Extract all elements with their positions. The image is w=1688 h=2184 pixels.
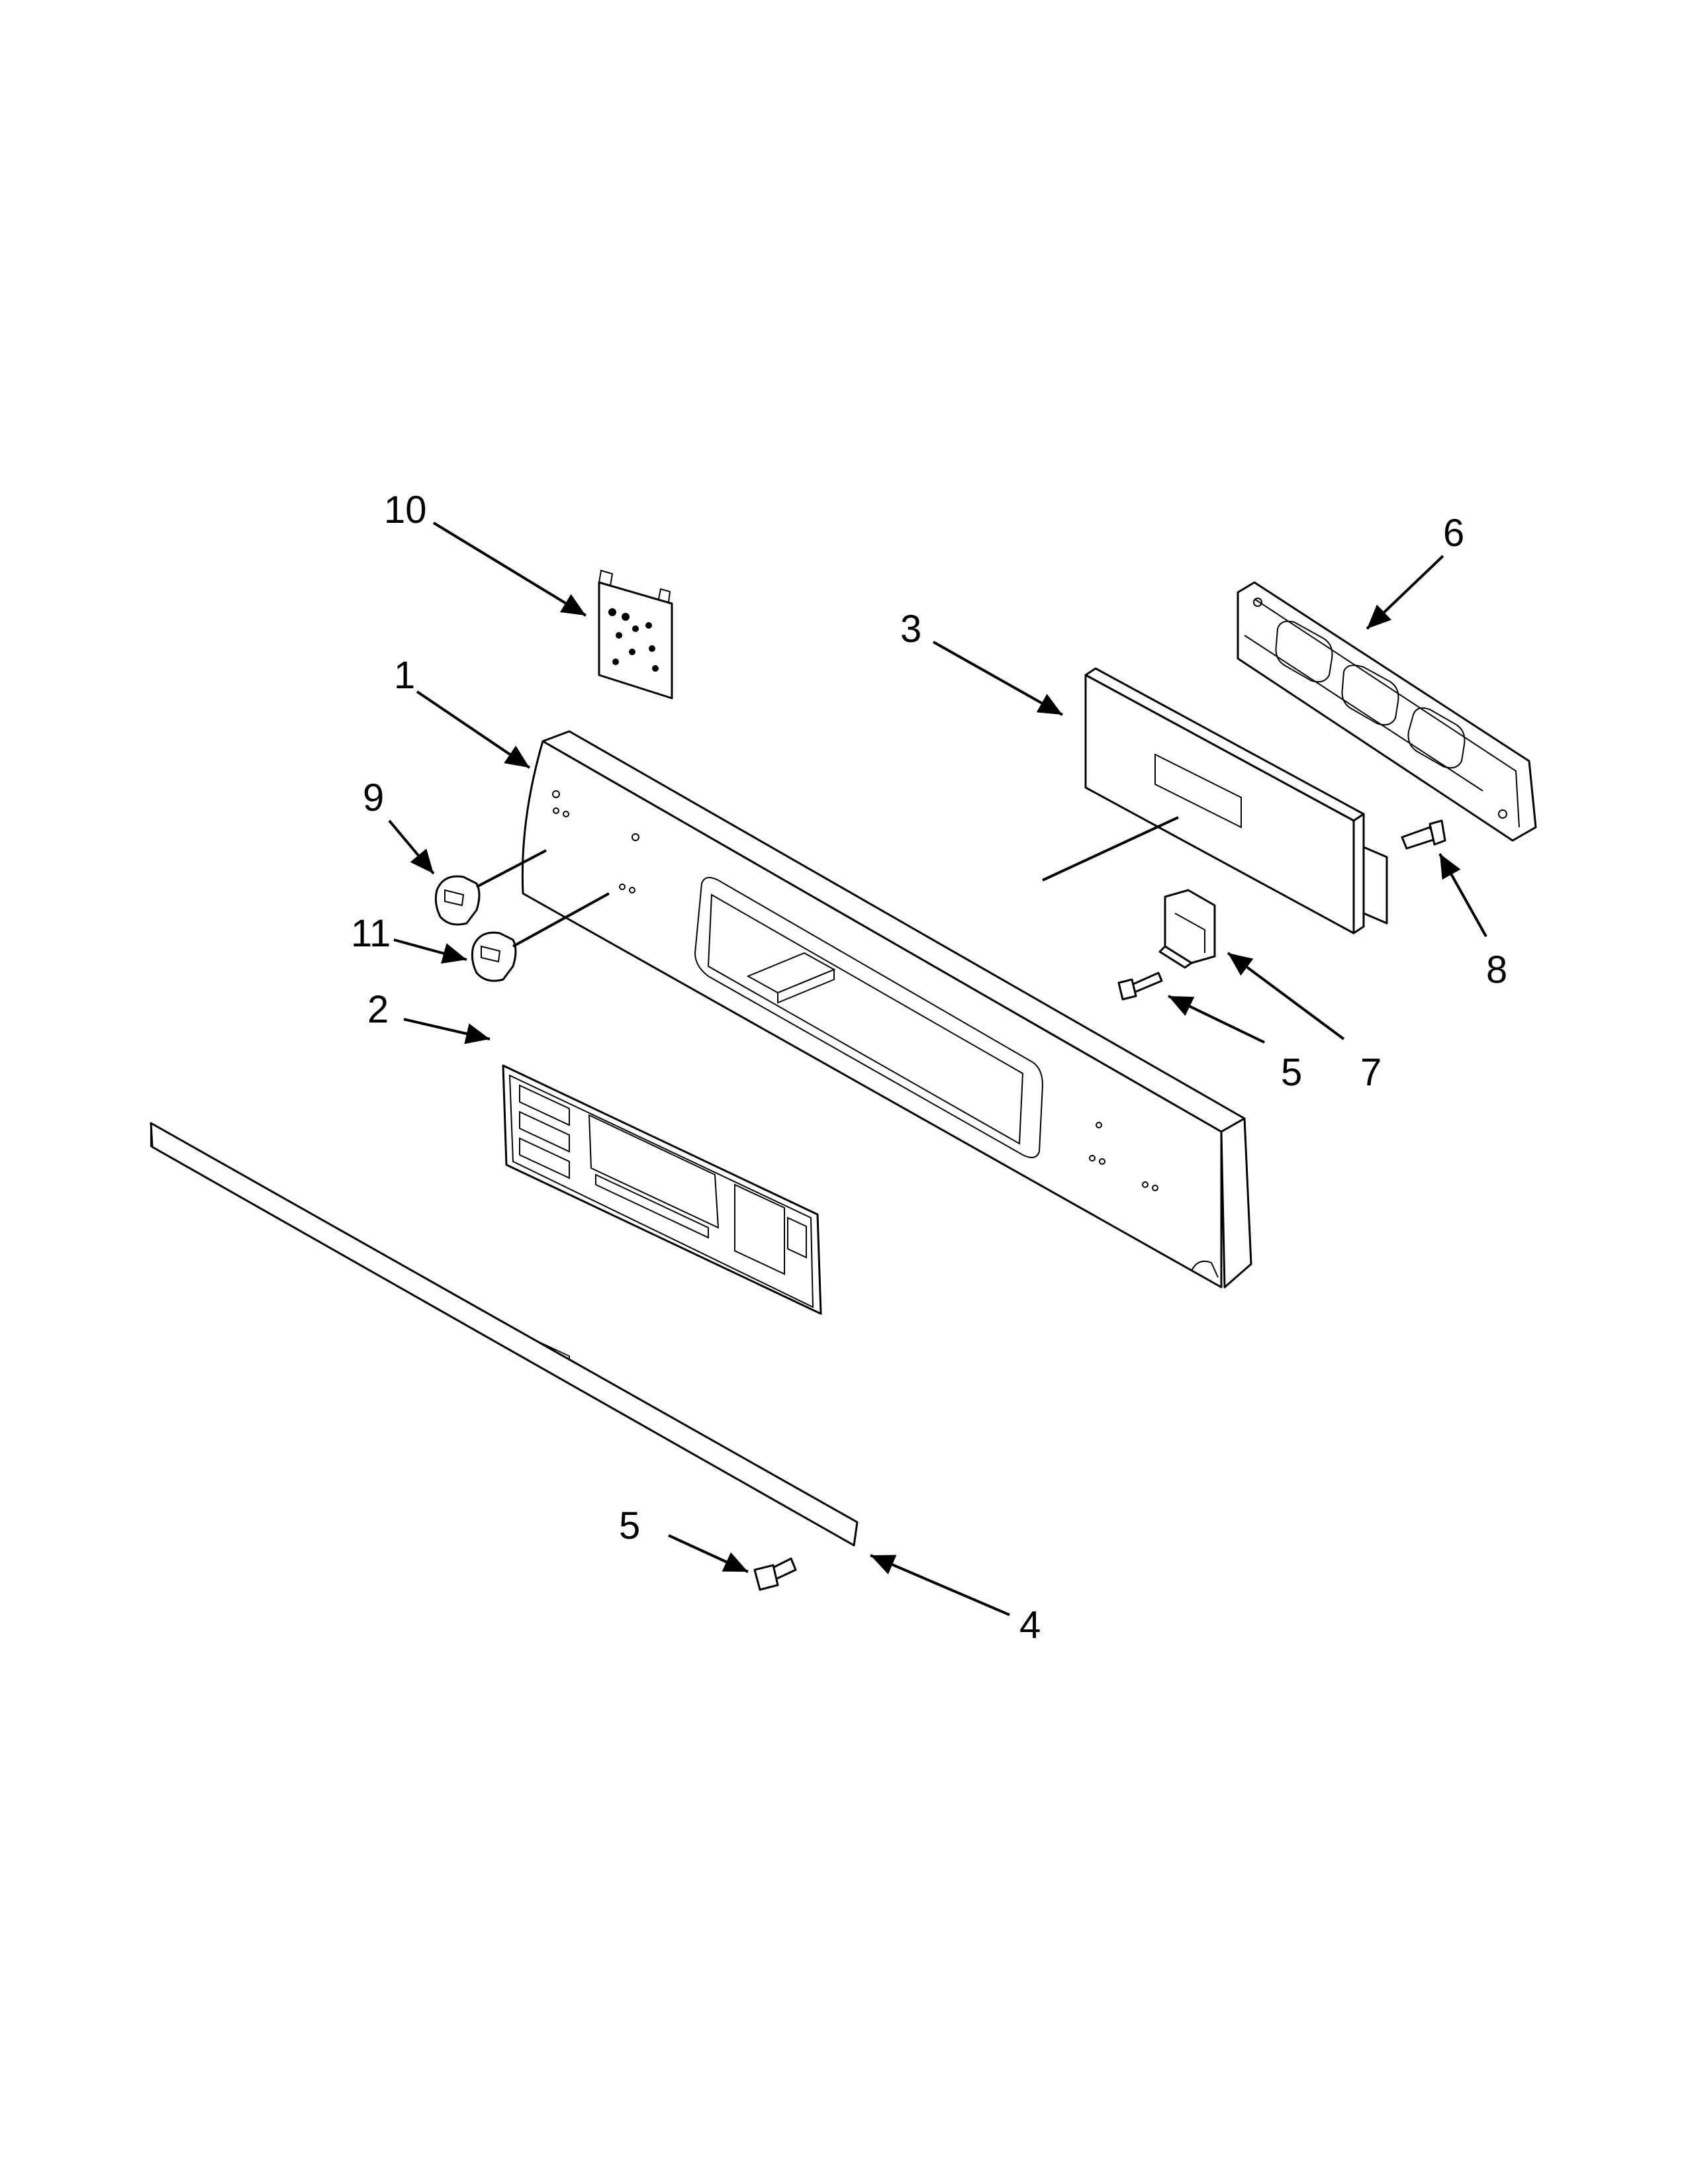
part-2-keypad-overlay xyxy=(502,1064,822,1371)
leader-lines xyxy=(388,522,1487,1616)
callout-11: 11 xyxy=(351,912,391,955)
part-3-control-box xyxy=(1084,667,1388,934)
callout-7: 7 xyxy=(1360,1051,1382,1094)
part-4-trim-strip xyxy=(150,1122,859,1547)
part-6-mounting-bracket xyxy=(1237,581,1537,842)
callout-3: 3 xyxy=(900,608,921,651)
part-5-screw-upper xyxy=(1117,972,1163,1001)
part-9-knob xyxy=(434,875,481,926)
part-11-knob xyxy=(471,931,517,982)
callout-5-lower: 5 xyxy=(619,1504,640,1547)
callout-8: 8 xyxy=(1486,948,1507,991)
part-10-circuit-board xyxy=(598,569,673,700)
part-8-screw xyxy=(1401,819,1446,850)
part-7-bracket xyxy=(1158,889,1216,969)
callout-10: 10 xyxy=(384,488,427,531)
part-1-control-panel xyxy=(521,730,1252,1289)
part-5-screw-lower xyxy=(753,1557,797,1591)
callout-4: 4 xyxy=(1019,1604,1041,1647)
callout-1: 1 xyxy=(394,654,415,697)
callout-6: 6 xyxy=(1443,512,1464,555)
callout-labels: 10 6 3 1 9 11 2 8 7 5 5 4 xyxy=(351,488,1507,1647)
callout-5-upper: 5 xyxy=(1281,1051,1302,1094)
callout-2: 2 xyxy=(367,988,389,1031)
callout-9: 9 xyxy=(363,776,384,819)
